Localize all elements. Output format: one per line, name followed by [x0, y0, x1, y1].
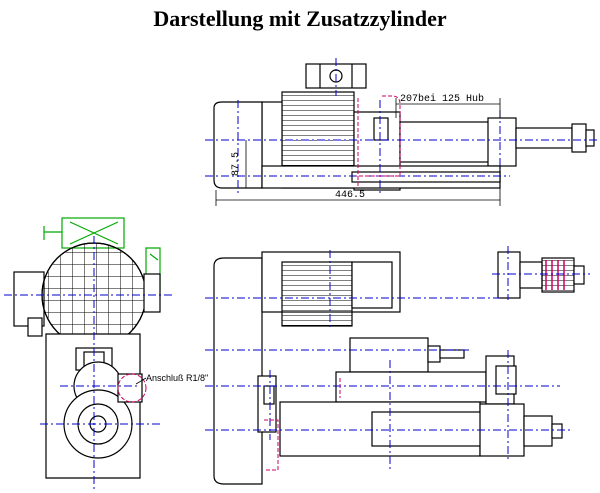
height-dimension: 87.5 — [231, 152, 242, 176]
side-view-centerlines — [205, 250, 570, 470]
detail-centerlines — [492, 246, 590, 300]
leader-line — [135, 377, 147, 385]
front-view-centerlines — [4, 236, 172, 490]
side-view-hidden — [264, 378, 341, 471]
top-dimensions — [215, 98, 501, 206]
length-dimension: 446.5 — [335, 190, 365, 201]
top-view — [213, 63, 595, 191]
front-view — [13, 242, 161, 479]
top-view-hidden-lines — [356, 95, 401, 186]
front-view-hidden — [117, 373, 147, 403]
detail-view — [497, 251, 585, 299]
drawing-title: Darstellung mit Zusatzzylinder — [153, 6, 447, 31]
connection-label: Anschluß R1/8" — [146, 373, 208, 383]
stroke-dimension: 207bei 125 Hub — [400, 93, 484, 105]
detail-hidden — [545, 260, 565, 290]
top-view-centerlines — [205, 58, 598, 196]
